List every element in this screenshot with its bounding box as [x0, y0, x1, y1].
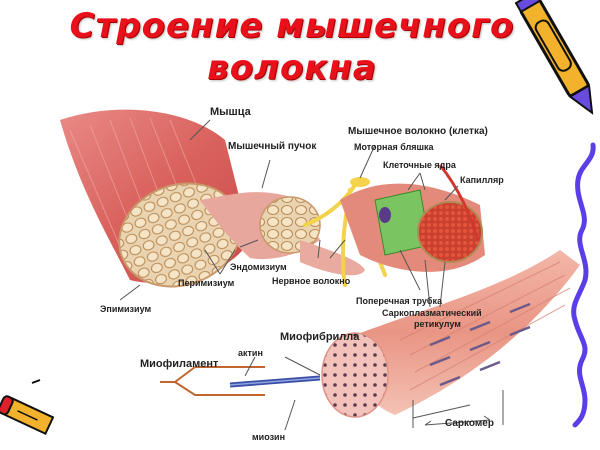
label-motor-plaque: Моторная бляшка — [354, 142, 434, 152]
label-sarcomere: Саркомер — [445, 418, 494, 429]
label-sarcoplasmic-reticulum-line1: Саркоплазматический — [382, 308, 482, 318]
label-actin: актин — [238, 348, 263, 358]
diagram-title-line-2: волокна — [207, 48, 377, 88]
label-perimysium: Перимизиум — [178, 278, 235, 288]
label-epimysium: Эпимизиум — [100, 304, 152, 314]
label-muscle-bundle: Мышечный пучок — [228, 141, 317, 152]
label-nerve-fiber: Нервное волокно — [272, 276, 351, 286]
squiggle-decoration — [571, 142, 596, 428]
pencil-decoration-top-right — [514, 0, 594, 115]
leader-lines — [119, 119, 504, 431]
label-transverse-tubule: Поперечная трубка — [356, 296, 442, 306]
label-sarcoplasmic-reticulum-line2: ретикулум — [414, 319, 461, 329]
label-myofilament: Миофиламент — [140, 358, 219, 370]
label-myofibril: Миофибрилла — [280, 331, 360, 343]
label-capillary: Капилляр — [460, 175, 504, 185]
myofibril — [321, 250, 580, 418]
label-muscle-fiber: Мышечное волокно (клетка) — [348, 126, 488, 137]
diagram-title-line-1: Строение мышечного — [69, 6, 515, 46]
label-cell-nuclei: Клеточные ядра — [383, 160, 456, 170]
label-endomysium: Эндомизиум — [230, 262, 287, 272]
label-muscle: Мышца — [210, 106, 251, 118]
label-myosin: миозин — [252, 432, 286, 442]
muscle-bundle — [200, 192, 365, 276]
muscle-fiber-cell — [340, 164, 485, 272]
myofilament — [160, 366, 321, 396]
pencil-decoration-bottom-left — [0, 395, 55, 436]
motor-plaque-shape — [350, 177, 370, 187]
